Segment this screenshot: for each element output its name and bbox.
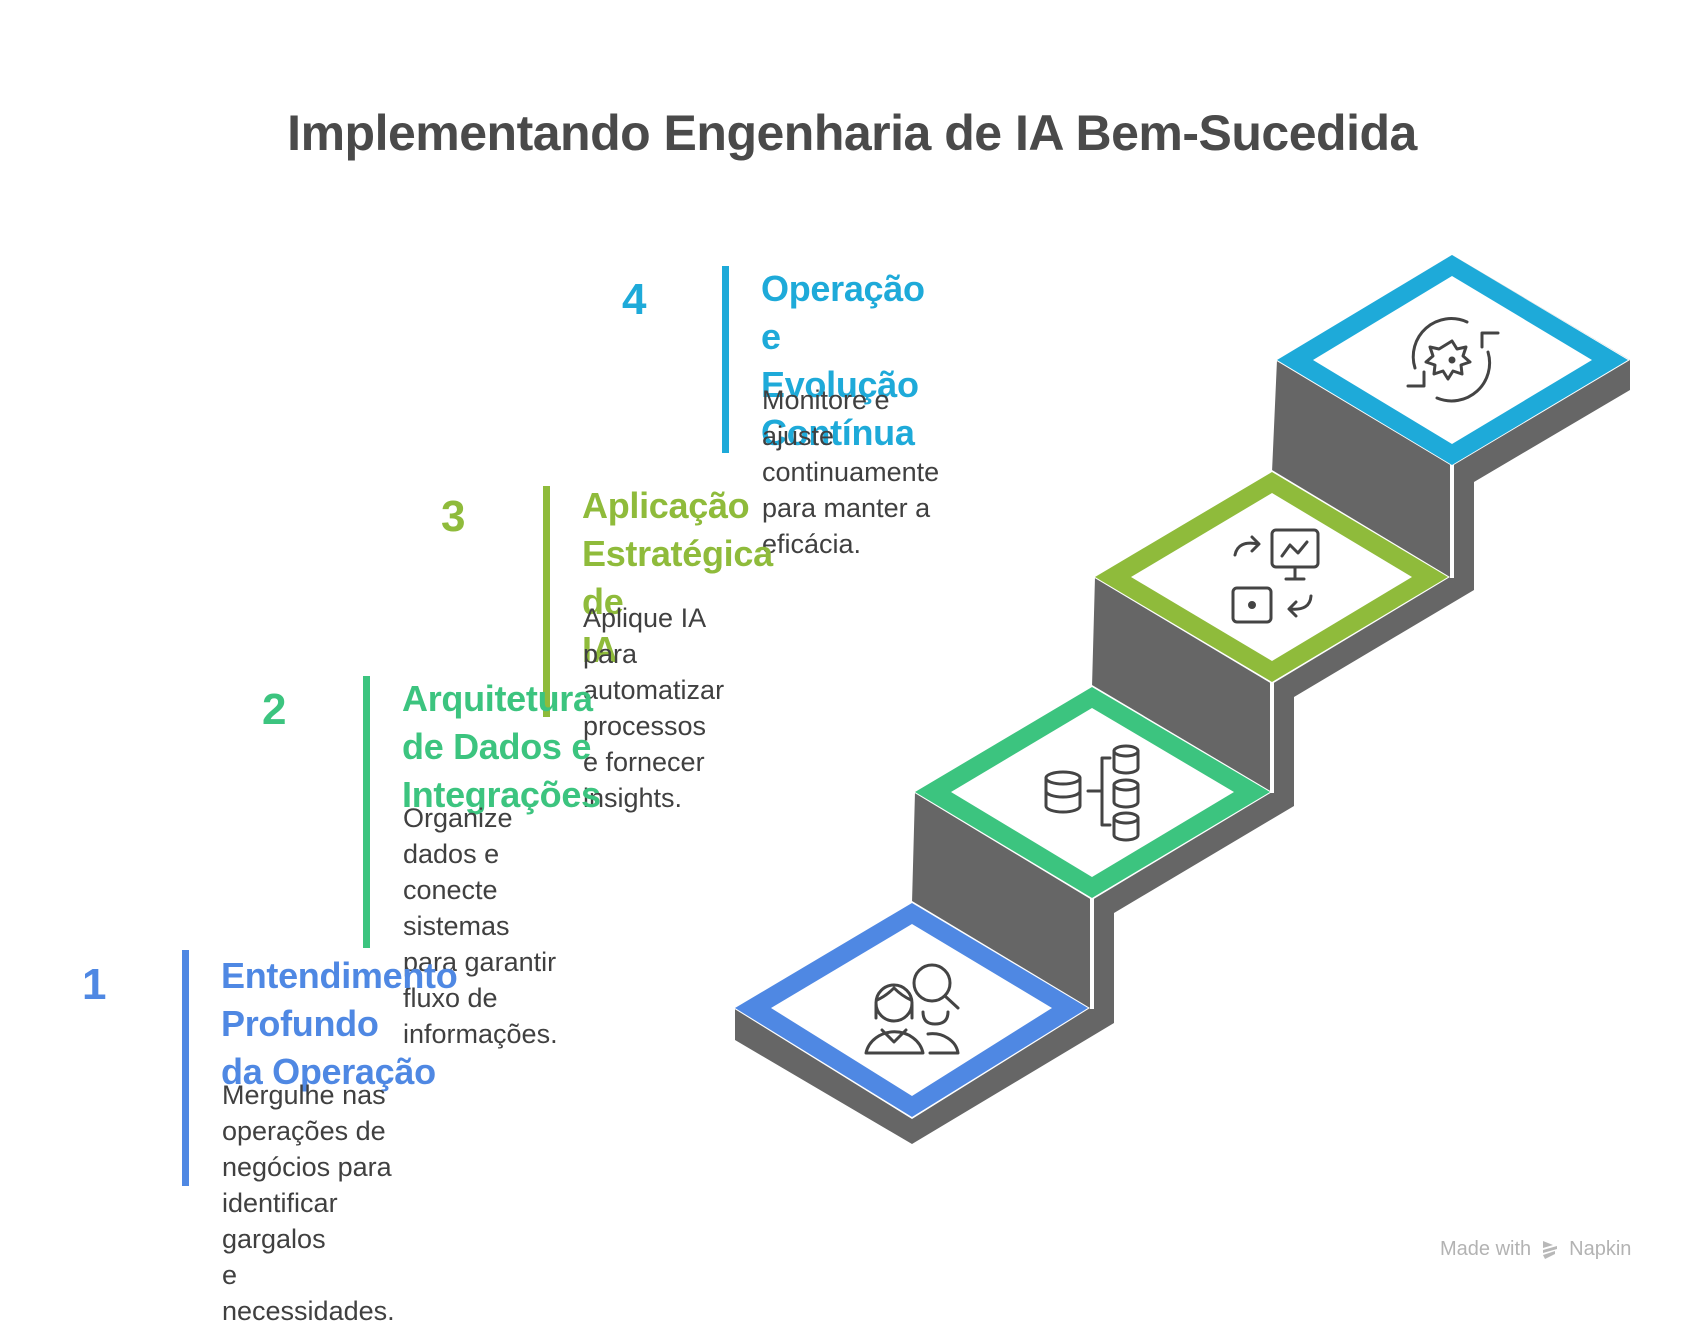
made-with-label: Made with <box>1440 1238 1532 1260</box>
step-heading: Arquitetura de Dados e Integrações <box>402 678 601 815</box>
step-3-platform <box>1093 470 1450 684</box>
page-title: Implementando Engenharia de IA Bem-Suced… <box>287 105 1417 161</box>
step-number: 3 <box>441 492 466 541</box>
step-accent-bar <box>363 676 370 948</box>
step-number: 1 <box>82 960 107 1009</box>
step-accent-bar <box>722 266 729 453</box>
napkin-logo-icon <box>1543 1240 1558 1259</box>
step-description: Monitore e ajuste continuamente para man… <box>762 385 940 559</box>
step-description: Mergulhe nas operações de negócios para … <box>222 1080 395 1326</box>
staircase-body <box>735 255 1630 1144</box>
database-hierarchy-icon <box>1044 744 1140 842</box>
napkin-watermark: Made with Napkin <box>1440 1238 1631 1261</box>
step-description: Aplique IA para automatizar processos e … <box>583 603 725 813</box>
step-number: 2 <box>262 685 287 734</box>
step-description: Organize dados e conecte sistemas para g… <box>403 803 558 1049</box>
napkin-brand-label: Napkin <box>1569 1238 1632 1260</box>
gear-cycle-icon <box>1406 317 1500 403</box>
step-accent-bar <box>182 950 189 1186</box>
people-search-icon <box>864 963 960 1055</box>
step-number: 4 <box>622 275 647 324</box>
step-heading: Aplicação Estratégica de IA <box>582 485 773 670</box>
step-heading: Entendimento Profundo da Operação <box>221 955 458 1092</box>
step-accent-bar <box>543 486 550 717</box>
monitor-exchange-icon <box>1231 528 1320 624</box>
step-heading: Operação e Evolução Contínua <box>761 268 925 453</box>
